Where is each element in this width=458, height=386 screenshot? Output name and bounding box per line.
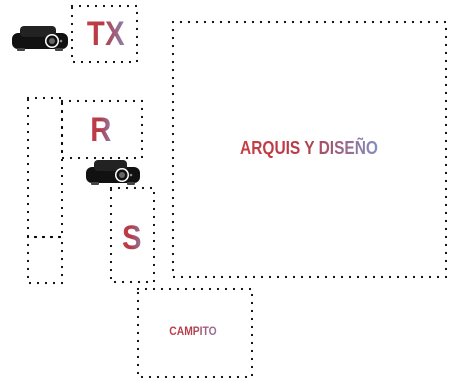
room-left-column-outline [26,96,64,239]
room-left-small-outline [26,235,64,285]
room-campito-outline [136,287,254,379]
room-label-tx: TX [82,16,130,52]
room-r-outline [60,99,144,160]
room-label-r: R [86,111,115,149]
room-label-campito: CAMPITO [156,322,230,340]
room-label-arquis-y-diseno: ARQUIS Y DISEÑO [236,136,382,160]
room-large-outline [171,20,448,279]
projector-icon-middle [86,160,140,185]
room-label-s: S [117,218,146,258]
projector-icon-top-left [12,26,68,51]
room-tx-outline [70,4,139,64]
